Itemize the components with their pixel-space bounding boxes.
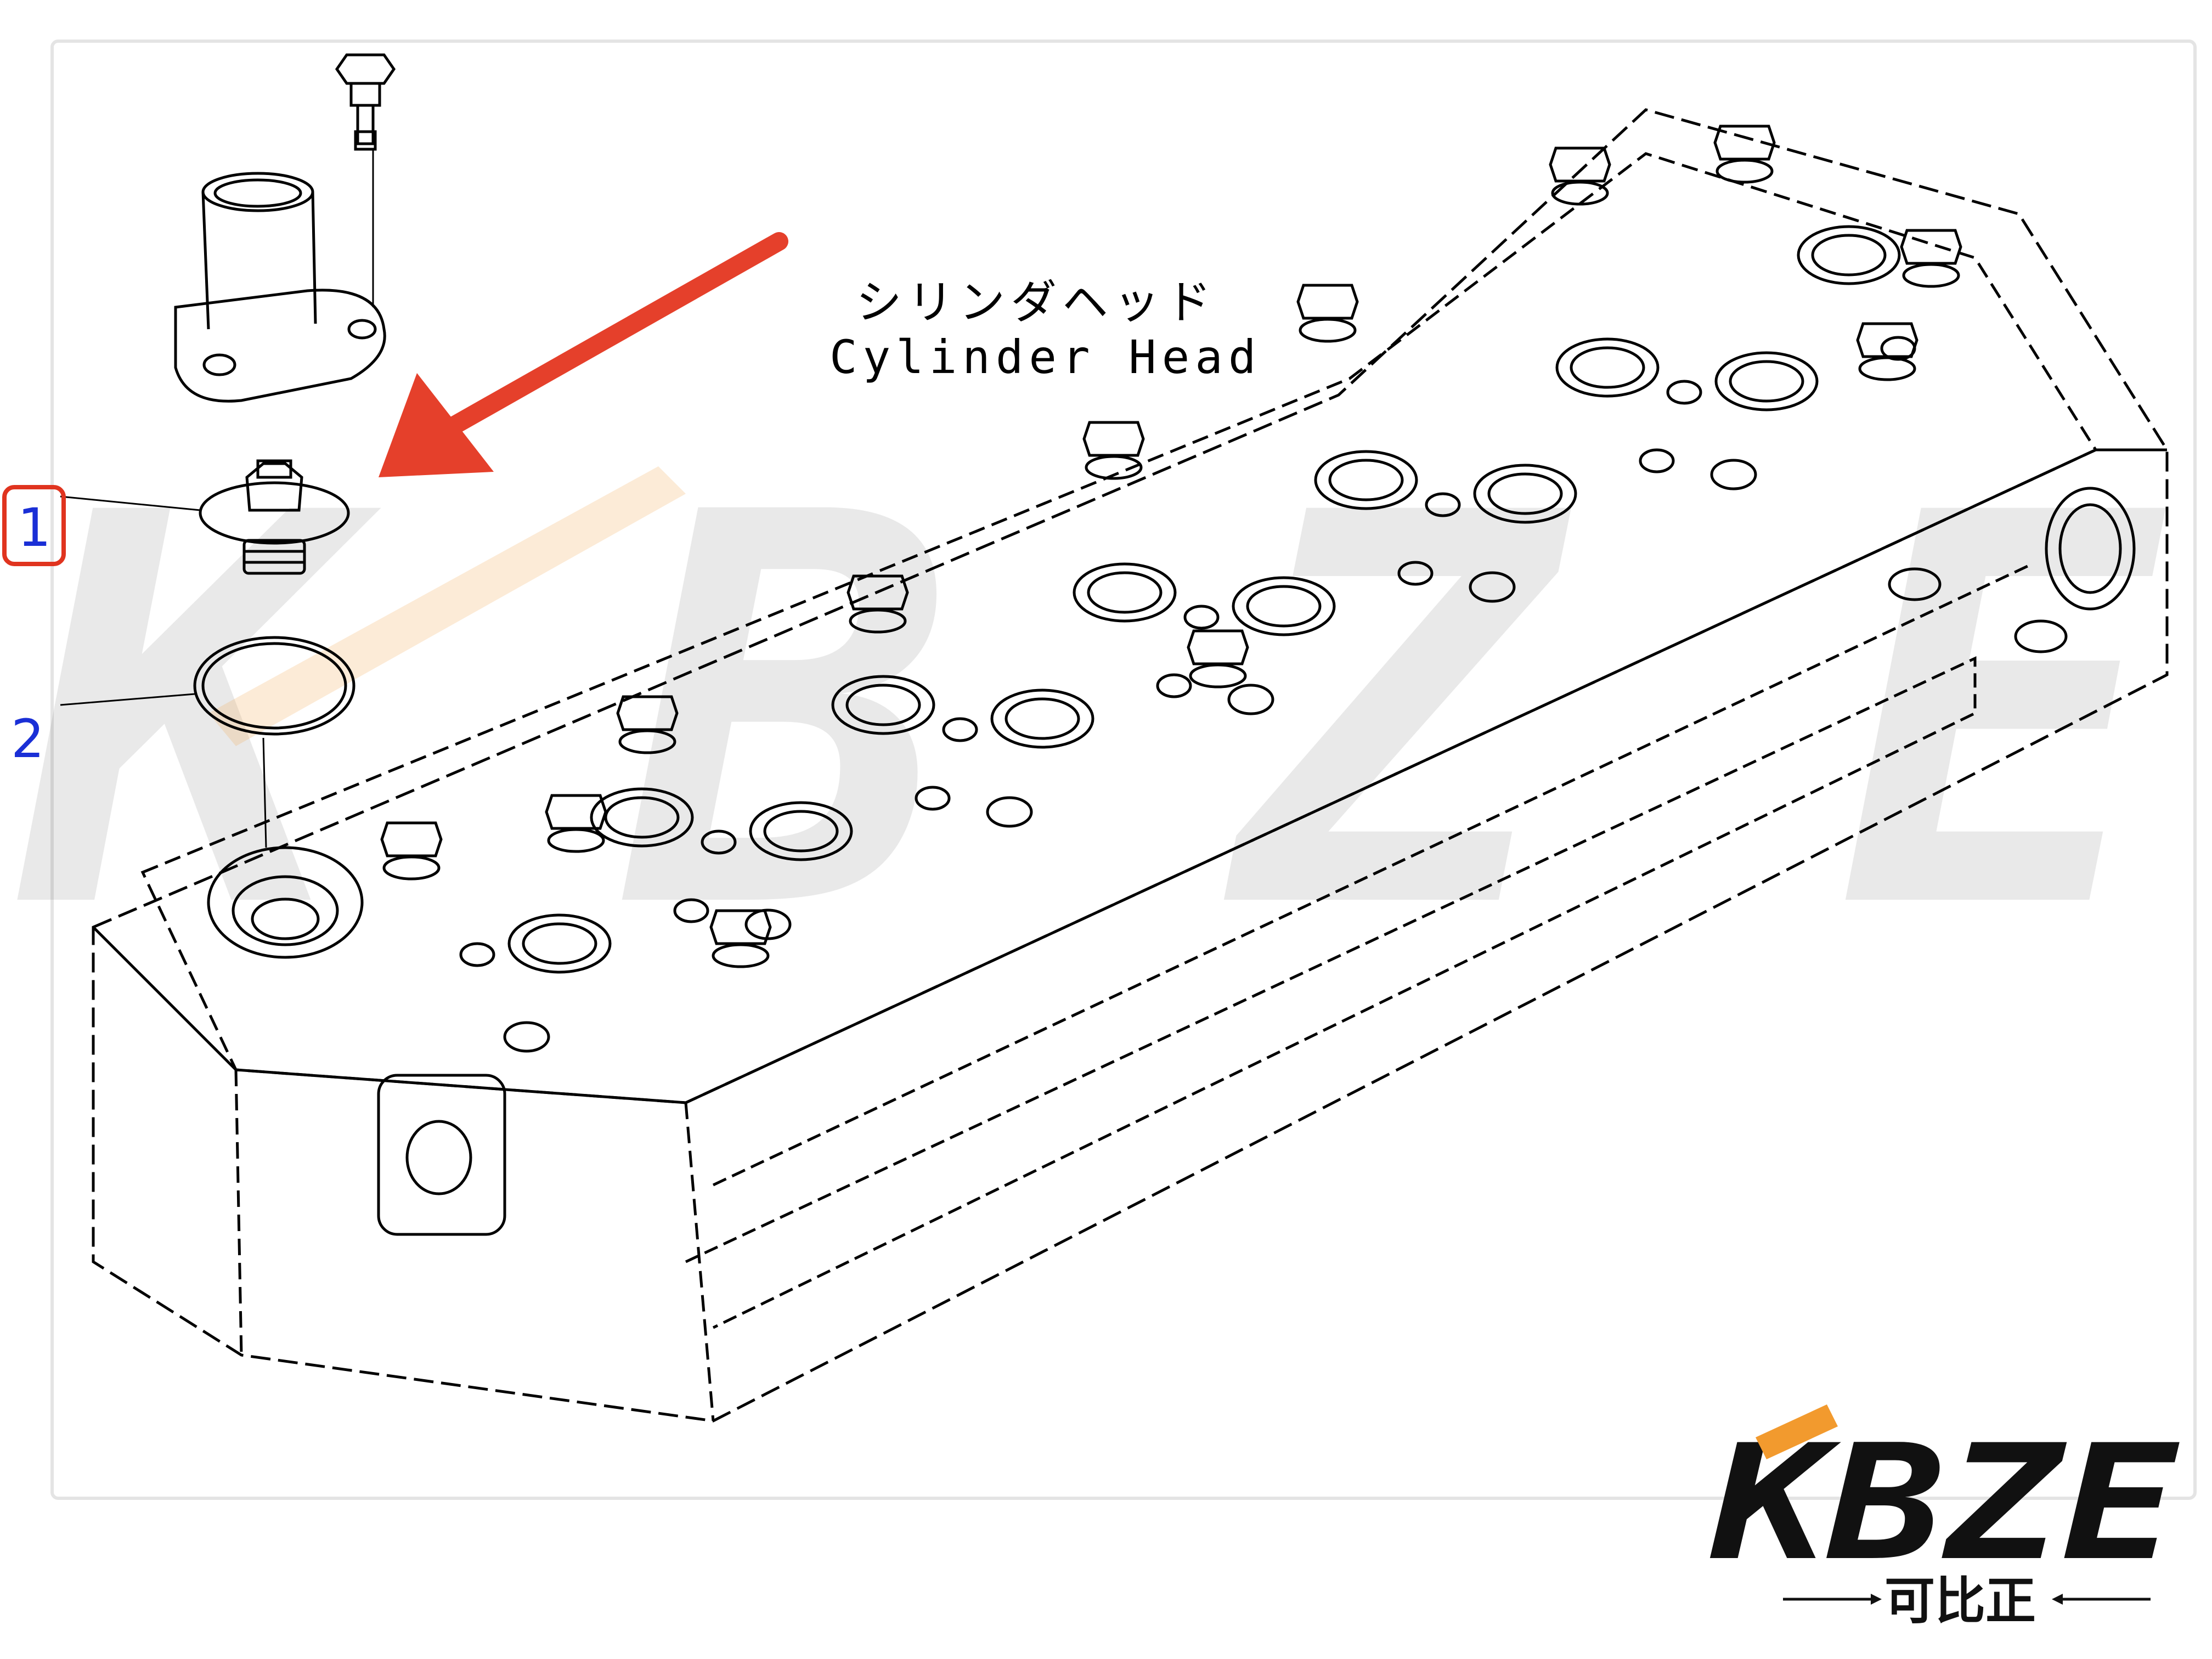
bolt-hole bbox=[942, 717, 978, 742]
o-ring-gasket bbox=[193, 636, 356, 736]
head-bolt bbox=[616, 695, 679, 731]
cylinder-head-outline bbox=[92, 108, 2169, 1423]
valve-seat-inner bbox=[1811, 234, 1887, 276]
head-bolt bbox=[1296, 284, 1359, 320]
head-bolt bbox=[1856, 322, 1918, 358]
bolt-hole bbox=[701, 830, 737, 855]
valve-seat bbox=[1073, 562, 1177, 623]
thermostat bbox=[199, 459, 350, 575]
watermark-accent bbox=[208, 466, 686, 746]
thermostat-seat-bore bbox=[207, 846, 364, 959]
head-bolt bbox=[1082, 421, 1145, 457]
valve-seat bbox=[1555, 337, 1660, 398]
bolt-hole bbox=[459, 942, 495, 967]
housing-bolt bbox=[335, 53, 396, 307]
head-bolt-washer bbox=[1902, 263, 1960, 288]
head-bolt bbox=[1187, 629, 1249, 665]
bolt-hole bbox=[673, 898, 709, 923]
valve-seat bbox=[590, 787, 694, 848]
valve-seat-inner bbox=[522, 922, 597, 965]
valve-seat-inner bbox=[845, 684, 921, 726]
valve-seat bbox=[1714, 351, 1819, 411]
logo-subtitle: 可比正 bbox=[1884, 1572, 2036, 1630]
bolt-hole bbox=[1397, 561, 1434, 586]
valve-seat bbox=[1314, 450, 1418, 510]
cylinder-head-label-jp: シリンダヘッド bbox=[856, 275, 1217, 329]
head-bolt bbox=[380, 821, 443, 857]
valve-seats bbox=[459, 225, 1916, 1053]
head-bolt-washer bbox=[1299, 318, 1357, 343]
valve-seat-inner bbox=[1328, 459, 1404, 501]
callout-1-number: 1 bbox=[18, 497, 51, 558]
valve-seat-inner bbox=[1005, 697, 1080, 740]
head-bolt-washer bbox=[1085, 455, 1143, 480]
valve-seat-inner bbox=[1087, 571, 1163, 614]
head-bolt-washer bbox=[618, 729, 676, 754]
bolt-hole bbox=[1183, 605, 1220, 630]
head-bolt-washer bbox=[849, 608, 907, 634]
cylinder-head-label: シリンダヘッド Cylinder Head bbox=[830, 275, 1261, 384]
callout-1-highlight-box bbox=[2, 485, 66, 566]
head-bolt-washer bbox=[382, 855, 441, 881]
valve-seat bbox=[1797, 225, 1901, 285]
bolt-hole bbox=[1639, 448, 1675, 473]
valve-seat-inner bbox=[604, 796, 680, 839]
callout-1[interactable]: 1 bbox=[2, 485, 66, 566]
bolt-hole bbox=[1156, 673, 1192, 698]
bolt-hole bbox=[1425, 492, 1461, 517]
valve-seat bbox=[507, 913, 612, 974]
valve-seat bbox=[1232, 576, 1336, 636]
cylinder-head-label-en: Cylinder Head bbox=[830, 330, 1261, 384]
valve-seat-inner bbox=[763, 810, 839, 853]
valve-seat-inner bbox=[1487, 472, 1563, 515]
bolt-hole bbox=[986, 796, 1033, 828]
logo-accent-chevron bbox=[1756, 1404, 1838, 1459]
head-bolt bbox=[545, 794, 607, 830]
valve-seat-inner bbox=[1570, 346, 1645, 389]
bolt-hole bbox=[503, 1021, 550, 1053]
callout-2[interactable]: 2 bbox=[11, 708, 44, 770]
valve-seat bbox=[749, 801, 853, 861]
bolt-hole bbox=[915, 786, 951, 811]
pointer-arrow bbox=[379, 232, 788, 477]
valve-seat bbox=[1473, 464, 1577, 524]
valve-seat-inner bbox=[1729, 360, 1804, 403]
front-cover-plate bbox=[377, 1074, 506, 1236]
water-outlet-port bbox=[2045, 487, 2136, 611]
head-bolt-washer bbox=[1189, 663, 1247, 689]
head-bolt bbox=[847, 574, 909, 611]
head-bolt bbox=[1549, 146, 1611, 183]
head-bolt bbox=[1900, 229, 1962, 265]
head-bolt-washer bbox=[1551, 180, 1609, 206]
valve-seat-inner bbox=[1246, 585, 1322, 628]
cylinder-head bbox=[92, 108, 2169, 1423]
thermostat-housing-assembly bbox=[60, 53, 396, 848]
valve-seat bbox=[831, 675, 935, 735]
head-bolt-washer bbox=[1716, 159, 1774, 184]
valve-seat bbox=[990, 689, 1094, 749]
callout-2-number: 2 bbox=[11, 708, 44, 770]
head-bolt bbox=[1713, 125, 1776, 161]
bolt-hole bbox=[1666, 380, 1702, 405]
brand-logo: KBZE 可比正 bbox=[1708, 1404, 2182, 1630]
head-bolt-washer bbox=[547, 828, 605, 853]
water-outlet-housing bbox=[174, 172, 386, 403]
head-bolt bbox=[709, 909, 772, 945]
bolt-hole bbox=[1710, 459, 1757, 490]
bolt-hole bbox=[1227, 684, 1274, 715]
bolt-hole bbox=[744, 909, 792, 940]
bolt-hole bbox=[1469, 571, 1516, 603]
head-bolt-washer bbox=[712, 943, 770, 968]
head-bolts bbox=[380, 125, 1962, 968]
head-bolt-washer bbox=[1858, 356, 1916, 381]
